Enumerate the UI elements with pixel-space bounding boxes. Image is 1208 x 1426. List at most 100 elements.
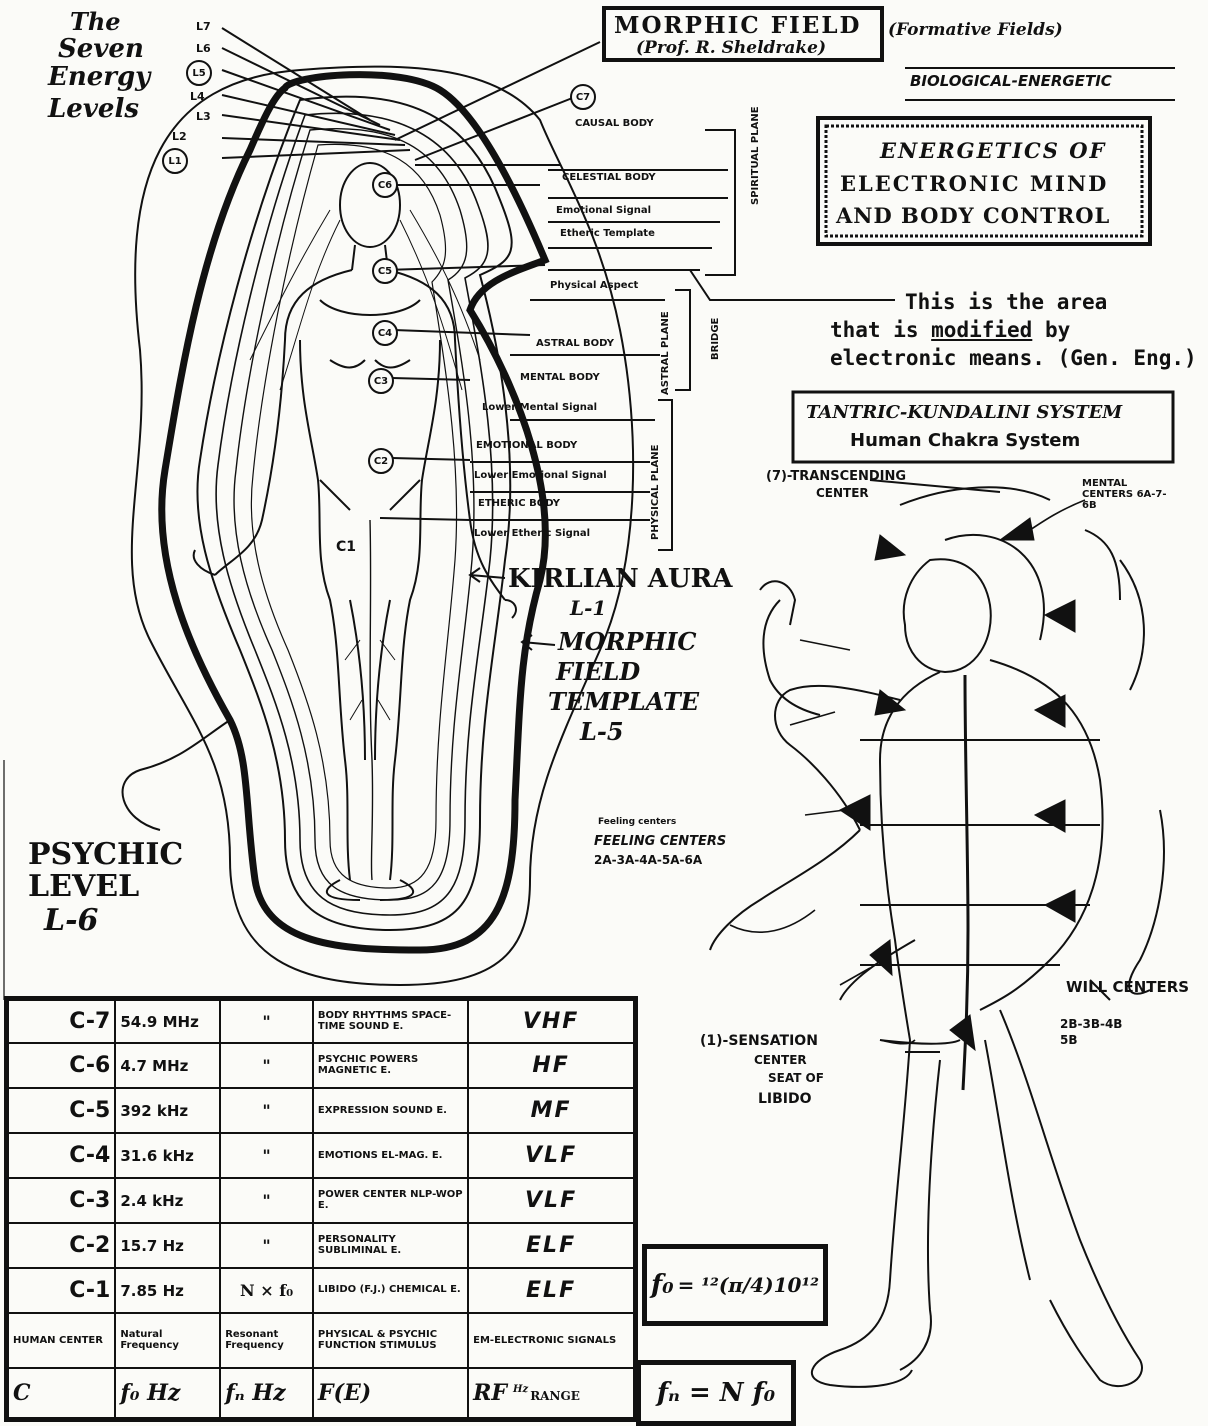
tantric-title: TANTRIC-KUNDALINI SYSTEM (806, 404, 1122, 422)
table-cell-energy: EXPRESSION SOUND E. (313, 1088, 468, 1133)
harmonic-formula: fₙ = N f₀ (657, 1378, 775, 1408)
table-cell-freq: 54.9 MHz (115, 999, 220, 1044)
table-cell-band: VLF (468, 1178, 635, 1223)
morphic-template-line-4: L-5 (580, 720, 624, 744)
energetics-line-2: ELECTRONIC MIND (840, 173, 1108, 194)
emotional-low-label: Lower Emotional Signal (474, 470, 607, 481)
table-cell-energy: LIBIDO (F.J.) CHEMICAL E. (313, 1268, 468, 1313)
table-cell-freq: 392 kHz (115, 1088, 220, 1133)
sensation-center-label-2: CENTER (754, 1054, 807, 1066)
spiritual-plane-bracket (705, 130, 735, 275)
level-l5: L5 (186, 60, 212, 86)
table-cell-center: C-7 (7, 999, 116, 1044)
physical-aspect-label: Physical Aspect (550, 280, 638, 291)
table-cell-energy: PSYCHIC POWERS MAGNETIC E. (313, 1043, 468, 1088)
table-symbol-range-unit: Hz (513, 1384, 528, 1395)
chakra-marker-c5: C5 (372, 258, 398, 284)
emotional-signal-label: Emotional Signal (556, 205, 651, 216)
chakra-marker-c2: C2 (368, 448, 394, 474)
table-cell-freq: 4.7 MHz (115, 1043, 220, 1088)
table-cell-center: C-2 (7, 1223, 116, 1268)
table-cell-center: C-4 (7, 1133, 116, 1178)
table-cell-band: ELF (468, 1268, 635, 1313)
table-header-natural: Natural Frequency (115, 1313, 220, 1368)
table-cell-mult: " (220, 999, 313, 1044)
level-l6: L6 (196, 42, 211, 55)
causal-body-label: CAUSAL BODY (575, 118, 654, 129)
table-cell-mult: " (220, 1088, 313, 1133)
chakra-marker-c4: C4 (372, 320, 398, 346)
table-row: C-754.9 MHz"BODY RHYTHMS SPACE-TIME SOUN… (7, 999, 636, 1044)
table-symbol-fe: F(E) (313, 1368, 468, 1419)
seven-levels-label-levels: Levels (48, 96, 139, 122)
table-cell-band: VHF (468, 999, 635, 1044)
etheric-signal-label: Lower Etheric Signal (474, 528, 590, 539)
table-symbol-fn: fₙ Hz (220, 1368, 313, 1419)
will-centers-codes-2: 5B (1060, 1034, 1078, 1046)
psychic-level-line-3: L-6 (44, 906, 98, 936)
chakra-marker-c1: C1 (336, 540, 356, 554)
transcending-center-label: (7)-TRANSCENDING (766, 470, 906, 483)
table-header-center: HUMAN CENTER (7, 1313, 116, 1368)
table-cell-center: C-5 (7, 1088, 116, 1133)
table-header-stimulus: PHYSICAL & PSYCHIC FUNCTION STIMULUS (313, 1313, 468, 1368)
table-cell-mult: " (220, 1223, 313, 1268)
morphic-field-title: MORPHIC FIELD (614, 14, 861, 37)
table-symbol-fo: f₀ Hz (115, 1368, 220, 1419)
mental-body-label: MENTAL BODY (520, 372, 600, 383)
level-l1: L1 (162, 148, 188, 174)
table-header-resonant: Resonant Frequency (220, 1313, 313, 1368)
table-cell-center: C-6 (7, 1043, 116, 1088)
sensation-center-label: (1)-SENSATION (700, 1034, 818, 1048)
sensation-seat-of: SEAT OF (768, 1072, 824, 1084)
bio-energetic-label: BIOLOGICAL-ENERGETIC (910, 74, 1112, 89)
table-cell-mult: " (220, 1133, 313, 1178)
feeling-centers-label: FEELING CENTERS (594, 835, 726, 848)
energetics-line-3: AND BODY CONTROL (836, 205, 1110, 226)
harmonic-formula-box: fₙ = N f₀ (636, 1360, 796, 1426)
level-l4: L4 (190, 90, 205, 103)
table-cell-band: ELF (468, 1223, 635, 1268)
kirlian-aura-label: KIRLIAN AURA (508, 566, 732, 592)
table-cell-band: MF (468, 1088, 635, 1133)
level-l3: L3 (196, 110, 211, 123)
table-cell-freq: 15.7 Hz (115, 1223, 220, 1268)
feeling-centers-small-label: Feeling centers (598, 818, 676, 828)
resonance-formula-lhs: f₀ (651, 1270, 674, 1300)
celestial-body-label: CELESTIAL BODY (562, 172, 656, 183)
table-cell-energy: BODY RHYTHMS SPACE-TIME SOUND E. (313, 999, 468, 1044)
will-centers-label: WILL CENTERS (1066, 980, 1189, 995)
sensation-libido: LIBIDO (758, 1092, 812, 1106)
psychic-level-line-1: PSYCHIC (28, 840, 183, 870)
level-l2: L2 (172, 130, 187, 143)
tantric-subtitle: Human Chakra System (850, 432, 1080, 450)
table-symbol-rf: RF (473, 1380, 507, 1406)
bridge-label: BRIDGE (710, 318, 721, 360)
etheric-body-label: ETHERIC BODY (478, 498, 560, 509)
table-cell-mult: N × f₀ (220, 1268, 313, 1313)
mental-centers-label: MENTAL CENTERS 6A-7-6B (1082, 478, 1178, 511)
table-cell-mult: " (220, 1178, 313, 1223)
transcending-center-label-2: CENTER (816, 487, 869, 499)
morphic-template-outline (162, 75, 545, 950)
table-symbol-center: C (7, 1368, 116, 1419)
morphic-template-line-3: TEMPLATE (548, 690, 699, 714)
table-row: C-64.7 MHz"PSYCHIC POWERS MAGNETIC E.HF (7, 1043, 636, 1088)
feeling-centers-codes: 2A-3A-4A-5A-6A (594, 854, 702, 866)
table-cell-energy: EMOTIONS EL-MAG. E. (313, 1133, 468, 1178)
astral-body-label: ASTRAL BODY (536, 338, 614, 349)
table-cell-freq: 7.85 Hz (115, 1268, 220, 1313)
table-cell-freq: 31.6 kHz (115, 1133, 220, 1178)
resonance-formula-box: f₀ = ¹²(π/4)10¹² (642, 1244, 828, 1326)
table-cell-band: HF (468, 1043, 635, 1088)
table-symbol-range: RANGE (530, 1389, 580, 1403)
chakra-marker-c6: C6 (372, 172, 398, 198)
sheldrake-label: (Prof. R. Sheldrake) (636, 40, 826, 57)
table-cell-energy: POWER CENTER NLP-WOP E. (313, 1178, 468, 1223)
